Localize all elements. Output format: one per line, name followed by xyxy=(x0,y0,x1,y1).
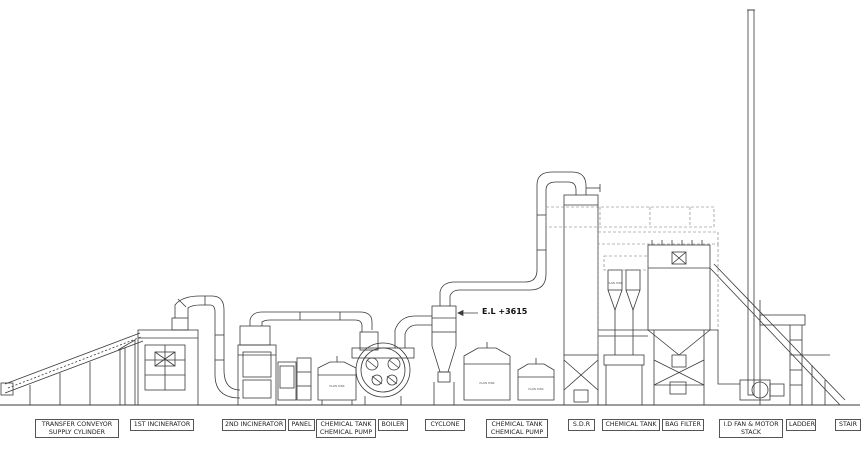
tank-mark-2: PLAIN TANK xyxy=(479,381,494,385)
elevation-arrow-icon xyxy=(457,309,464,317)
label-boiler: BOILER xyxy=(378,419,408,431)
id-fan-and-stack xyxy=(710,9,785,401)
first-incinerator xyxy=(137,295,241,406)
ladder-and-stair xyxy=(709,263,846,406)
label-ladder: LADDER xyxy=(786,419,816,431)
boiler xyxy=(351,315,432,405)
label-stair: STAIR xyxy=(835,419,861,431)
tank-mark-1: PLAIN TANK xyxy=(329,384,344,388)
tank-mark-3: PLAIN TANK xyxy=(528,387,543,391)
bag-filter xyxy=(598,240,711,405)
chemical-tank-1 xyxy=(317,356,357,405)
sdr-tower xyxy=(563,194,599,405)
label-second-incinerator: 2ND INCINERATOR xyxy=(222,419,286,431)
second-incinerator xyxy=(237,311,373,406)
label-first-incinerator: 1ST INCINERATOR xyxy=(130,419,194,431)
transfer-conveyor xyxy=(0,332,144,405)
chemical-tank-silos xyxy=(603,269,645,405)
tank-mark-4: PLAIN TANK xyxy=(607,281,622,285)
cyclone xyxy=(431,171,601,405)
label-cyclone: CYCLONE xyxy=(425,419,465,431)
label-panel: PANEL xyxy=(288,419,315,431)
chemical-tanks-2 xyxy=(463,342,555,401)
label-chemical-tank: CHEMICAL TANK xyxy=(602,419,660,431)
label-bag-filter: BAG FILTER xyxy=(662,419,704,431)
elevation-mark: E.L +3615 xyxy=(482,307,528,316)
dashed-structure xyxy=(545,206,719,355)
label-sdr: S.D.R xyxy=(568,419,595,431)
panel xyxy=(277,357,312,401)
